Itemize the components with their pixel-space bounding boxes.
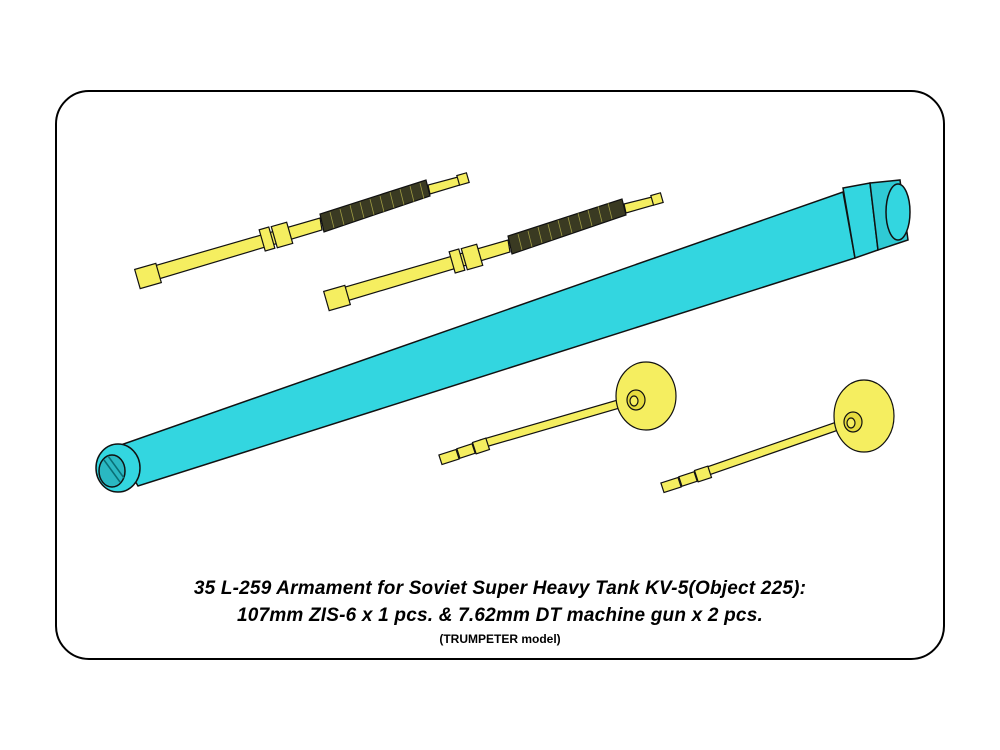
mg-mount-2	[660, 379, 895, 494]
mg-mount-1-disc	[615, 361, 677, 431]
caption-title: 35 L-259 Armament for Soviet Super Heavy…	[193, 578, 807, 599]
mg-mount-1	[438, 361, 677, 466]
mg-barrel-2	[322, 192, 664, 312]
mg-barrel-2-spring	[507, 198, 627, 255]
caption-contents: 107mm ZIS-6 x 1 pcs. & 7.62mm DT machine…	[237, 605, 763, 626]
cannon-breech-cap	[885, 183, 911, 241]
mg-barrel-1	[133, 172, 470, 290]
mg-barrel-1-spring	[319, 179, 431, 233]
cannon-barrel	[95, 179, 911, 493]
rounded-frame	[55, 90, 945, 660]
mg-mount-2-disc	[833, 379, 895, 453]
caption-model-note: (TRUMPETER model)	[439, 632, 561, 646]
